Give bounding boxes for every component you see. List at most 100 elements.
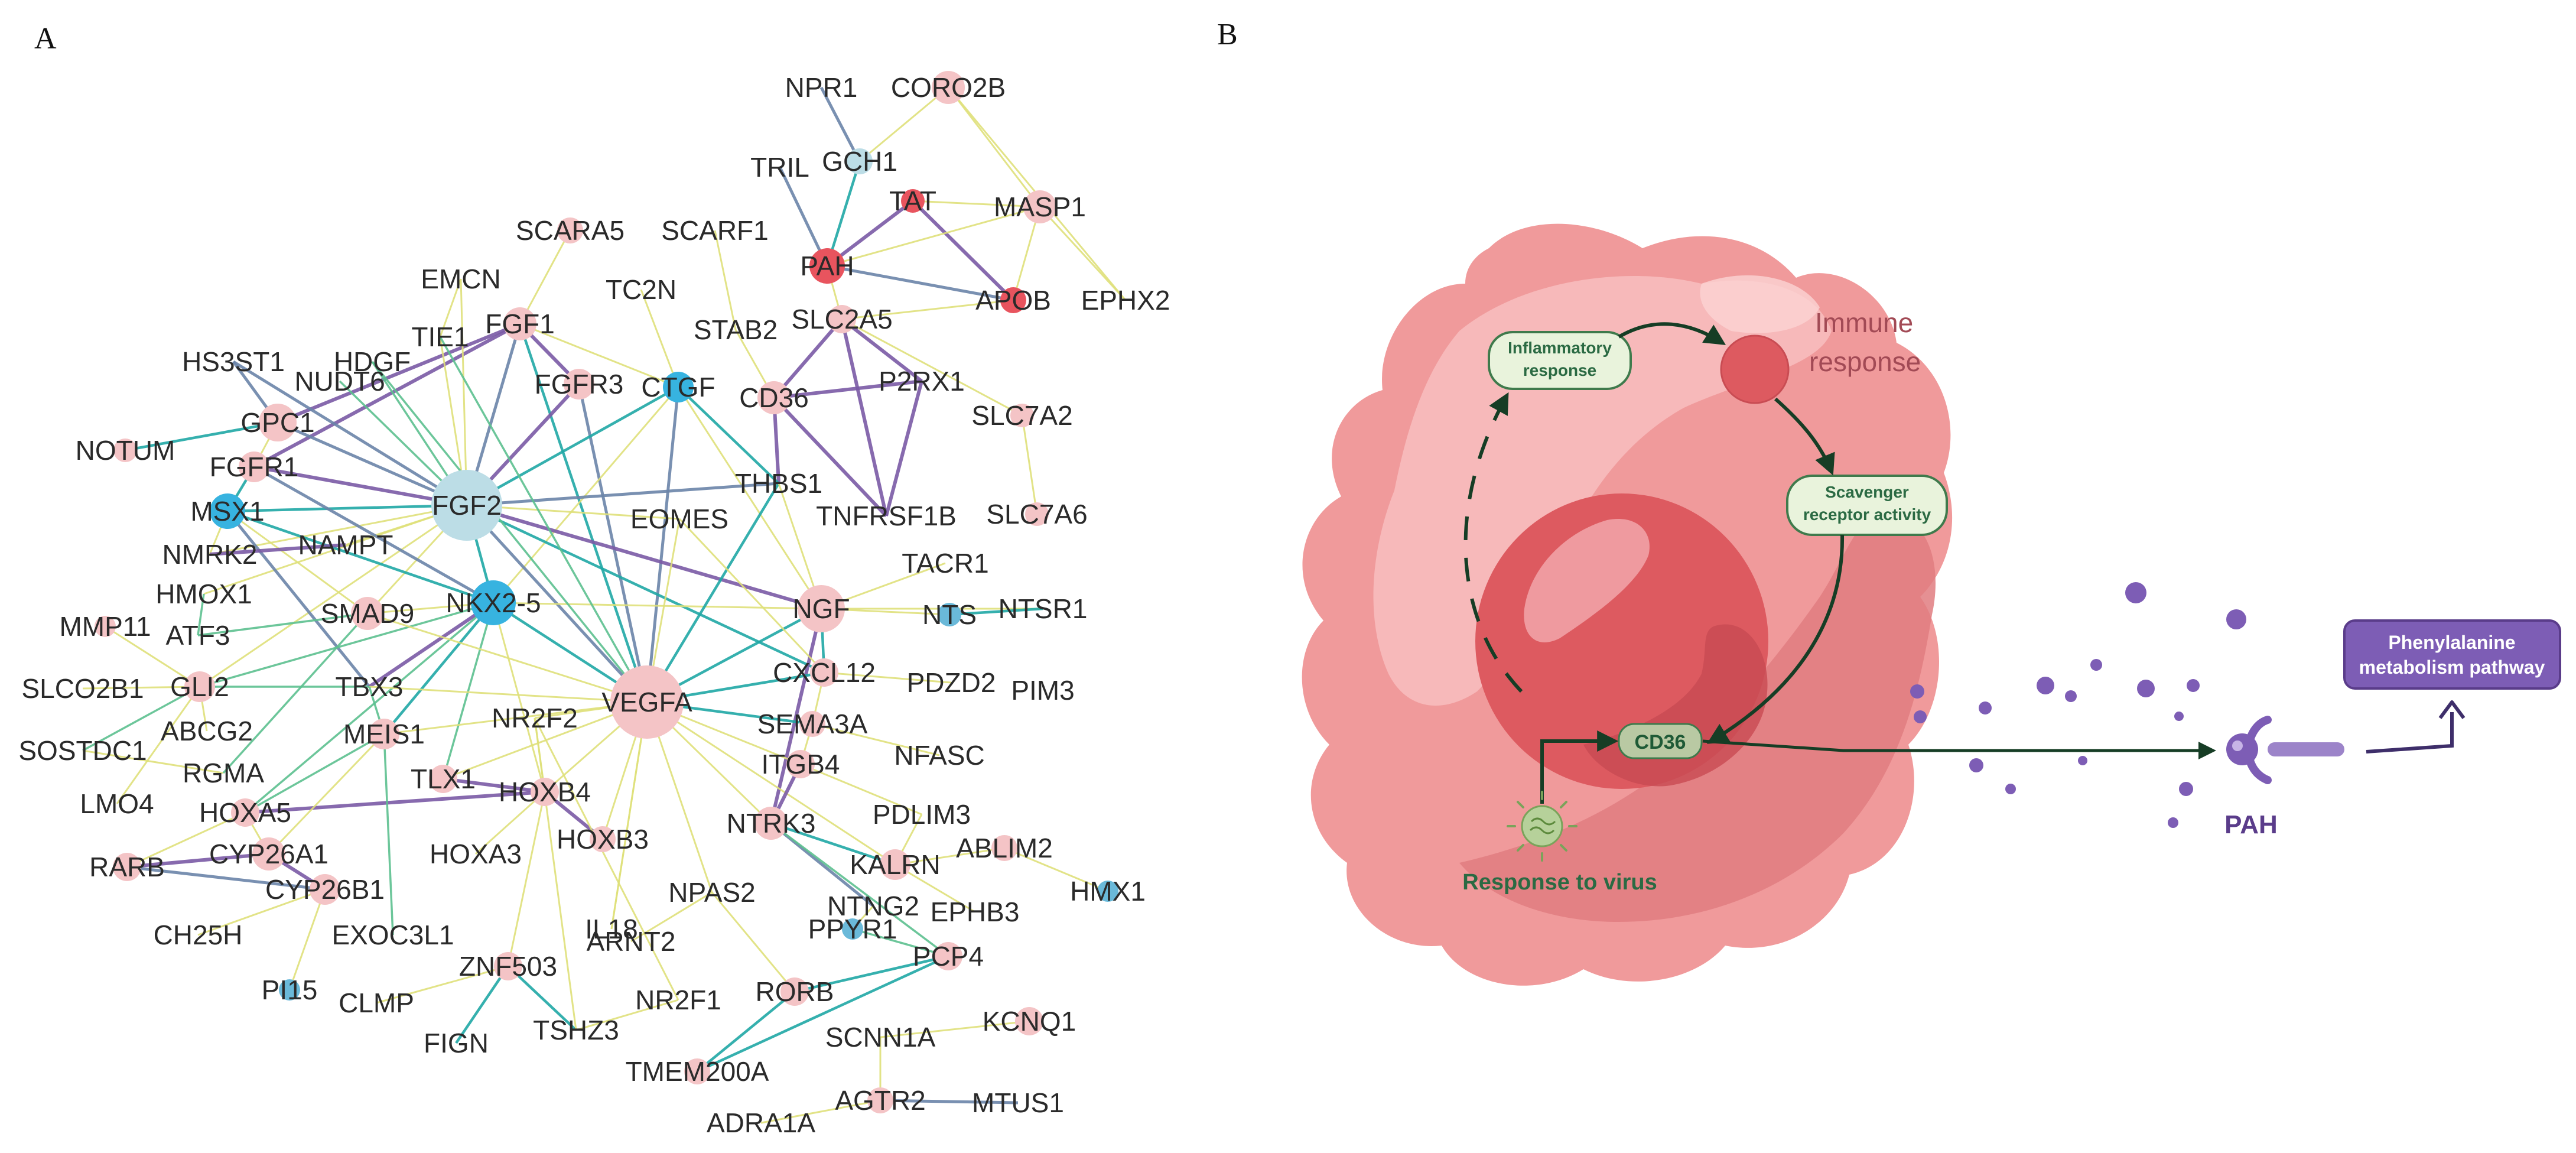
cytoplasm-highlight [1700, 275, 1820, 333]
edge-cyp26a1-rarb [126, 852, 269, 869]
node-label-thbs1: THBS1 [735, 468, 822, 499]
phenylalanine-pathway-box [2343, 619, 2561, 690]
node-gli2 [184, 671, 215, 702]
phenylalanine-molecules [1910, 582, 2246, 828]
node-label-tshz3: TSHZ3 [533, 1015, 619, 1045]
node-label-emcn: EMCN [421, 264, 500, 294]
edge-znf503-clmp [376, 965, 509, 1004]
edge-hoxb4-hoxa5 [245, 790, 545, 814]
edge-nts-ntsr1 [949, 607, 1043, 616]
edge-meis1-hoxa5 [245, 733, 385, 814]
node-label-scara5: SCARA5 [516, 215, 625, 246]
edge-meis1-cyp26a1 [268, 733, 385, 855]
node-label-apob: APOB [975, 285, 1051, 316]
edge-scnn1a-kcnq1 [880, 1020, 1030, 1038]
edge-hoxb4-hoxa3 [474, 791, 546, 855]
arrow-pah-to-pathway [2366, 712, 2454, 753]
cytoplasm-dark [1459, 514, 1936, 922]
node-label-lmo4: LMO4 [80, 788, 154, 819]
node-label-sema3a: SEMA3A [757, 709, 868, 739]
node-vegfa [610, 665, 684, 739]
node-label-rorb: RORB [756, 976, 834, 1007]
node-tlx1 [429, 765, 457, 793]
node-label-cyp26a1: CYP26A1 [209, 839, 328, 869]
node-ppyr1 [842, 918, 863, 940]
edge-fgf1-ctgf [519, 323, 679, 388]
edge-fgf2-hs3st1 [232, 360, 468, 507]
edge-kalrn-ablim2 [895, 847, 1005, 866]
edge-nkx2-5-hoxb4 [492, 602, 546, 793]
node-label-tc2n: TC2N [606, 274, 676, 305]
edge-msx1-tbx3 [226, 510, 370, 688]
immune-response-label-2: response [1809, 346, 1921, 377]
node-ablim2 [991, 835, 1017, 861]
node-label-znf503: ZNF503 [459, 951, 557, 982]
node-label-meis1: MEIS1 [343, 719, 425, 749]
node-label-ntsr1: NTSR1 [998, 593, 1088, 624]
node-label-tnfrsf1b: TNFRSF1B [816, 501, 957, 531]
edge-hdgf-vegfa [371, 360, 648, 703]
cd36-label: CD36 [1635, 731, 1686, 753]
node-cyp26b1 [310, 874, 340, 905]
edge-emcn-tie1 [439, 278, 462, 337]
node-rorb [780, 977, 809, 1006]
node-kalrn [880, 849, 910, 880]
node-label-ntng2: NTNG2 [827, 891, 919, 921]
edge-ctgf-fgf2 [466, 386, 679, 506]
node-nkx2-5 [471, 580, 516, 625]
edge-cd36-tnfrsf1b [772, 396, 888, 518]
node-label-slc2a5: SLC2A5 [791, 304, 892, 334]
edge-nr2f2-nr2f1 [534, 717, 679, 1001]
node-label-fgf2: FGF2 [432, 490, 502, 521]
edge-lmo4-gli2 [116, 686, 201, 804]
edge-tat-apob [911, 199, 1015, 302]
node-gch1 [847, 148, 873, 174]
node-cyp26a1 [252, 837, 285, 871]
node-label-smad9: SMAD9 [321, 598, 414, 629]
node-label-cxcl12: CXCL12 [773, 657, 876, 688]
node-label-mtus1: MTUS1 [972, 1087, 1064, 1118]
arrow-scavenger-to-cd36 [1706, 534, 1845, 744]
edge-msx1-smad9 [227, 510, 368, 615]
edge-gch1-pah [825, 161, 861, 267]
node-label-gli2: GLI2 [170, 671, 229, 702]
node-label-scarf1: SCARF1 [661, 215, 768, 246]
pah-receptor-icon [2226, 716, 2344, 784]
node-hoxa5 [231, 798, 259, 827]
scavenger-receptor-label-1: Scavenger [1825, 483, 1909, 501]
arrow-immune-to-scavenger [1774, 397, 1835, 476]
edge-gpc1-notum [125, 421, 278, 452]
node-label-kalrn: KALRN [850, 849, 940, 880]
node-label-stab2: STAB2 [694, 314, 778, 345]
edge-sema3a-nfasc [812, 723, 940, 756]
node-gpc1 [259, 404, 297, 441]
edge-fgf2-msx1 [227, 504, 467, 513]
node-label-hmox1: HMOX1 [155, 579, 252, 609]
node-slc2a5 [828, 305, 856, 333]
edge-fgfr1-nkx2-5 [253, 465, 495, 605]
node-label-pi15: PI15 [262, 975, 318, 1005]
edge-cyp26b1-rarb [126, 865, 326, 891]
node-label-rgma: RGMA [183, 758, 264, 788]
node-nts [938, 603, 961, 626]
edge-slc2a5-p2rx1 [841, 317, 923, 383]
node-tmem200a [684, 1058, 710, 1084]
edge-p2rx1-tnfrsf1b [884, 381, 923, 517]
edge-sostdc1-rgma [82, 749, 224, 774]
edge-fgf2-nmrk2 [209, 504, 467, 556]
node-label-pim3: PIM3 [1011, 675, 1074, 706]
node-label-ntrk3: NTRK3 [727, 808, 816, 839]
node-label-agtr2: AGTR2 [835, 1085, 925, 1116]
edge-nkx2-5-gli2 [199, 602, 494, 688]
cell-schematic: Immune response Inflammatory response Sc… [1302, 223, 2561, 986]
edge-msx1-nkx2-5 [227, 509, 494, 605]
node-label-ctgf: CTGF [641, 372, 715, 402]
edge-znf503-tshz3 [507, 965, 577, 1031]
node-label-slc7a6: SLC7A6 [986, 499, 1087, 530]
edge-npr1-gch1 [819, 86, 861, 163]
node-label-gpc1: GPC1 [240, 407, 314, 438]
pah-label: PAH [2224, 810, 2278, 839]
edge-rorb-tmem200a [696, 990, 796, 1073]
node-label-nr2f1: NR2F1 [635, 985, 721, 1015]
